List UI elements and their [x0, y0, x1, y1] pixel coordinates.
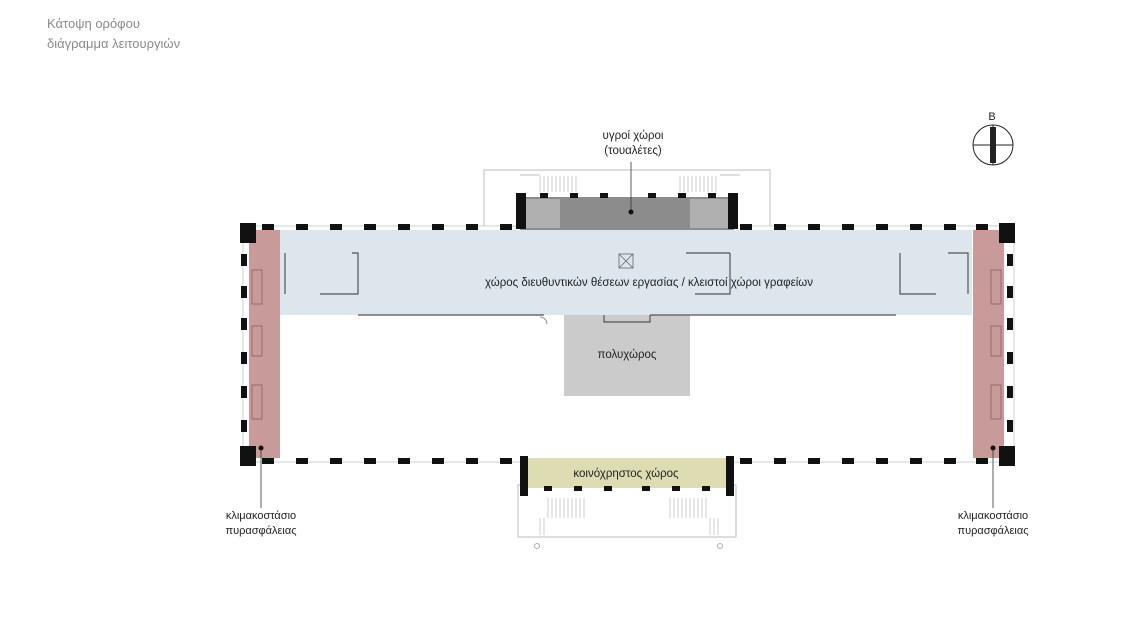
north-label: Β	[988, 111, 995, 123]
offices-label: χώρος διευθυντικών θέσεων εργασίας / κλε…	[485, 277, 813, 289]
bottom-stair-hatch	[539, 498, 719, 535]
common-area-zone	[524, 458, 730, 488]
fire-stair-details	[251, 269, 1002, 420]
wet-areas-left-cubicles	[522, 199, 560, 228]
fire-stair-left-label-line-2: πυρασφάλειας	[225, 525, 296, 537]
page-title: Κάτοψη ορόφου διάγραμμα λειτουργιών	[47, 14, 180, 54]
fire-stair-left-zone	[249, 230, 280, 458]
offices-zone	[280, 230, 972, 315]
north-compass: Β	[972, 111, 1014, 166]
top-stair-hatch	[539, 176, 717, 192]
wet-areas-label-line-1: υγροί χώροι	[603, 130, 664, 142]
exterior-walls	[240, 193, 1015, 496]
shaft-symbol	[618, 253, 634, 269]
fire-stair-right-label-line-2: πυρασφάλειας	[957, 525, 1028, 537]
fire-stair-right-label-line-1: κλιμακοστάσιο	[958, 510, 1028, 522]
wet-areas-label-line-2: (τουαλέτες)	[604, 145, 662, 157]
fire-stair-right-zone	[973, 230, 1004, 458]
fire-stair-left-label-line-1: κλιμακοστάσιο	[226, 510, 296, 522]
title-line-1: Κάτοψη ορόφου	[47, 16, 140, 31]
wet-areas-right-cubicles	[690, 199, 730, 228]
door-arc	[539, 316, 548, 325]
leader-markers	[258, 162, 996, 508]
interior-walls	[284, 252, 969, 323]
title-line-2: διάγραμμα λειτουργιών	[47, 36, 181, 51]
common-area-label: κοινόχρηστος χώρος	[573, 468, 679, 480]
bottom-entry-markers	[534, 543, 723, 549]
multipurpose-label: πολυχώρος	[598, 349, 657, 361]
multipurpose-zone	[564, 315, 690, 396]
